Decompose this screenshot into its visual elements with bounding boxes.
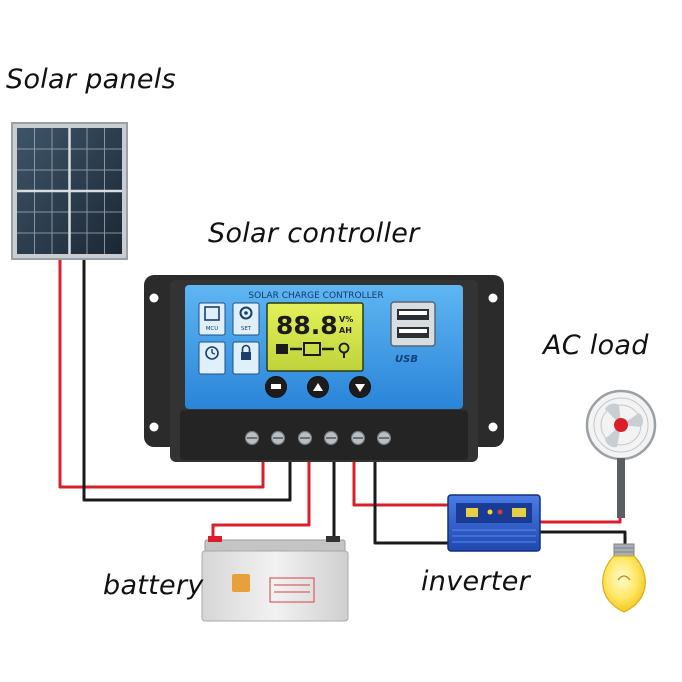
usb-ports: USB	[390, 301, 436, 365]
battery-icon	[201, 536, 349, 622]
usb-label: USB	[395, 354, 418, 365]
lcd-value: 88.8	[276, 311, 338, 340]
mcu-icon: MCU	[198, 302, 226, 336]
label-battery: battery	[103, 570, 204, 601]
mount-hole	[488, 293, 498, 303]
wires	[58, 258, 627, 548]
mount-hole	[488, 422, 498, 432]
load-black-wire	[540, 530, 627, 545]
mount-hole	[149, 422, 159, 432]
svg-text:SET: SET	[241, 326, 252, 332]
svg-text:MCU: MCU	[206, 326, 219, 332]
lcd-display: 88.8 V% AH	[266, 302, 364, 372]
lcd-unit-top: V%	[339, 315, 353, 324]
panel-red-wire	[58, 258, 265, 489]
label-inverter: inverter	[421, 566, 531, 597]
label-ac-load: AC load	[543, 330, 649, 361]
label-solar-panels: Solar panels	[6, 64, 176, 95]
bulb-icon	[602, 543, 646, 613]
solar-panel-icon	[11, 122, 128, 260]
charge-controller-icon: SOLAR CHARGE CONTROLLER MCU SET	[144, 275, 504, 462]
terminal-screws	[244, 430, 392, 446]
panel-black-wire	[82, 258, 292, 502]
battery-red-wire	[211, 440, 311, 545]
gear-icon: SET	[232, 302, 260, 336]
lock-icon	[232, 341, 260, 375]
inverter-black-wire	[373, 440, 450, 545]
inverter-icon	[447, 494, 541, 552]
mount-hole	[149, 293, 159, 303]
fan-icon	[585, 389, 657, 518]
label-solar-controller: Solar controller	[208, 218, 420, 249]
lcd-unit-bottom: AH	[339, 326, 352, 335]
controller-header: SOLAR CHARGE CONTROLLER	[248, 291, 383, 301]
clock-icon	[198, 341, 226, 375]
